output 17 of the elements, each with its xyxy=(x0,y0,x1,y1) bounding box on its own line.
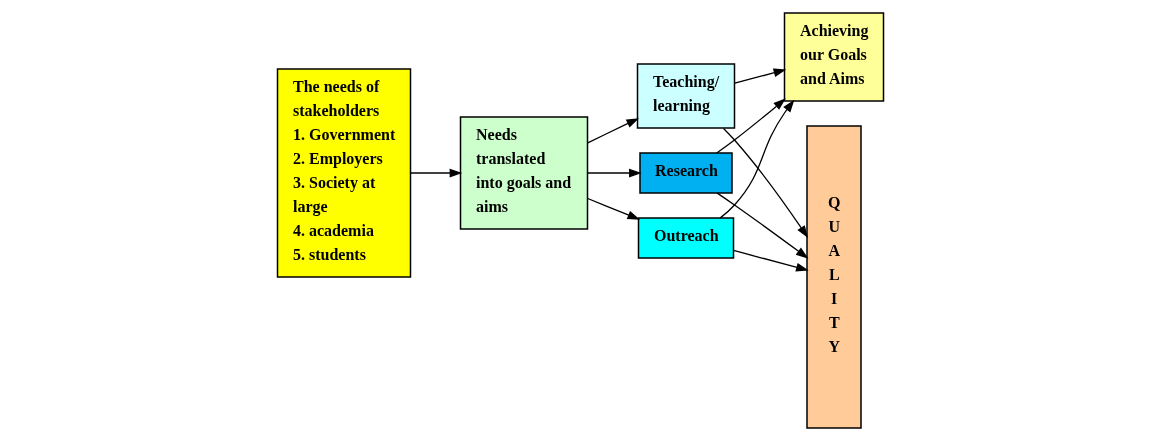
arrow xyxy=(716,192,808,259)
arrow xyxy=(732,249,809,271)
arrow xyxy=(733,68,786,84)
node-box: Achieving our Goals and Aims xyxy=(783,11,884,102)
node-box: Research xyxy=(638,151,733,194)
arrow xyxy=(722,127,808,238)
node-box: Needs translated into goals and aims xyxy=(459,115,588,230)
arrow xyxy=(715,97,786,154)
arrow xyxy=(409,168,462,177)
arrow xyxy=(586,197,640,220)
node-box: The needs of stakeholders 1. Government 2. Employers 3. Society at large 4. academia 5. students xyxy=(276,67,411,278)
node-box: Teaching/ learning xyxy=(636,62,735,129)
arrow xyxy=(586,117,639,143)
node-box: Outreach xyxy=(637,216,734,259)
arrow xyxy=(586,168,642,177)
node-box: QUALITY xyxy=(805,124,862,429)
arrow xyxy=(719,99,794,218)
